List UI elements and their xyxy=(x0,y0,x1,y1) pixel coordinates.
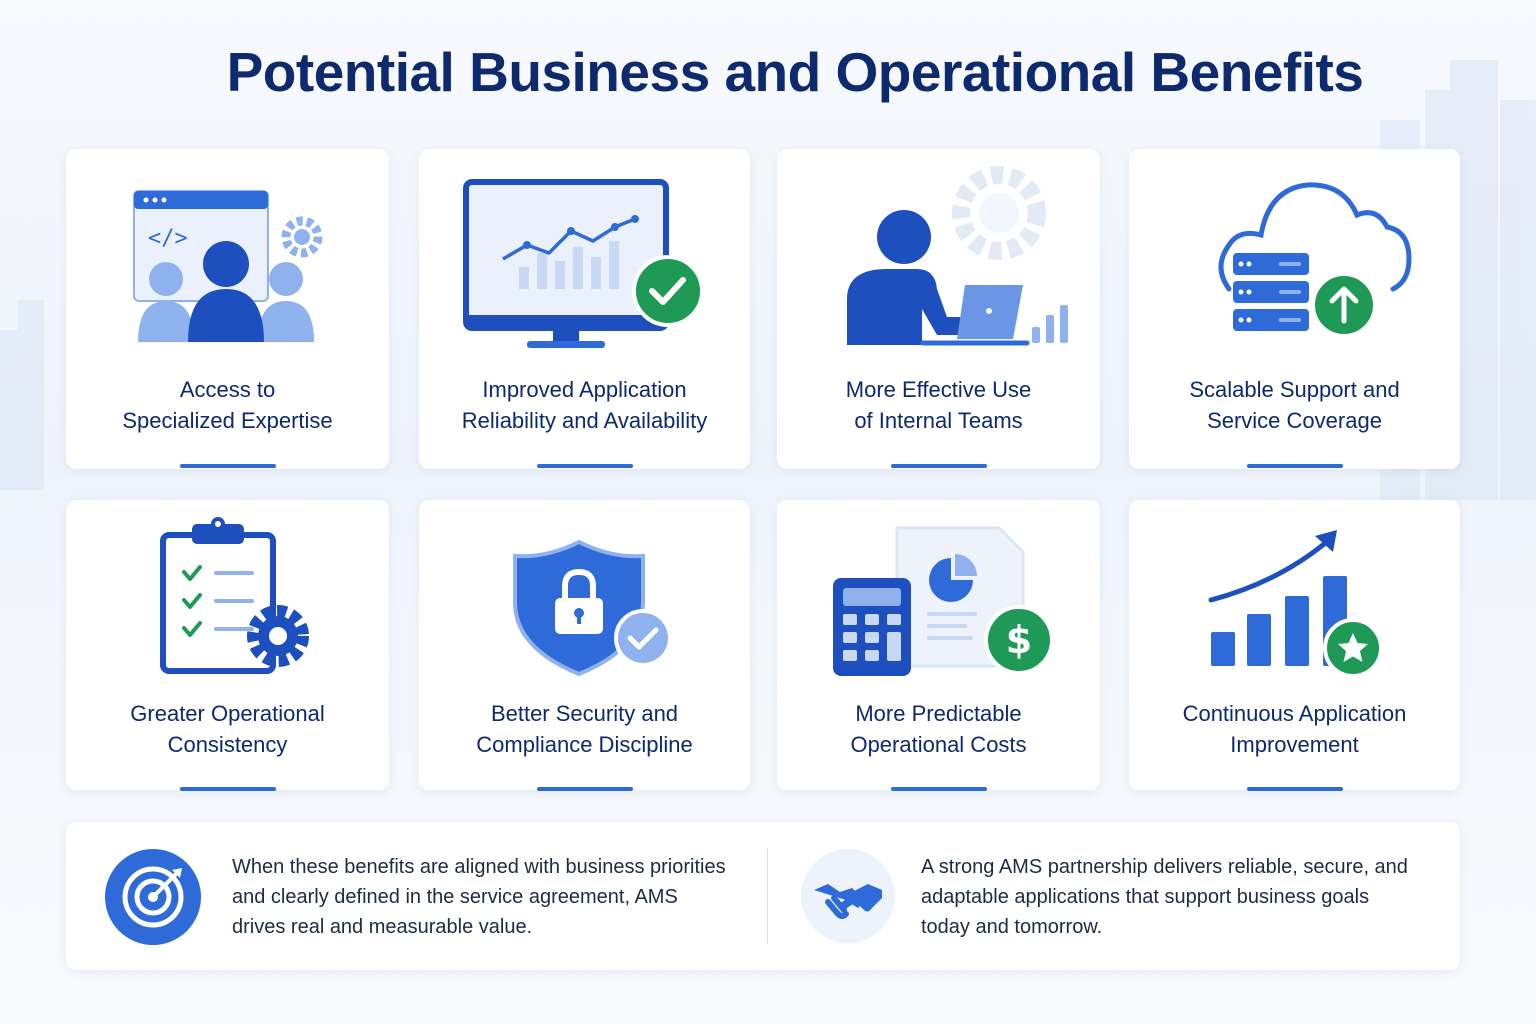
summary-left-line1: When these benefits are aligned with bus… xyxy=(232,856,726,878)
benefit-label-line1: Improved Application xyxy=(482,377,687,402)
summary-panel: When these benefits are aligned with bus… xyxy=(66,822,1460,970)
svg-text:$: $ xyxy=(1006,618,1032,662)
accent-bar xyxy=(890,787,987,791)
accent-bar xyxy=(1246,464,1343,468)
calculator-dollar-icon: $ xyxy=(833,526,1054,676)
person-laptop-icon xyxy=(847,166,1068,346)
growth-chart-icon xyxy=(1208,530,1383,678)
benefit-card-expertise: </> Access to Specialized Expertise xyxy=(66,149,389,469)
benefit-card-internal-teams: More Effective Use of Internal Teams xyxy=(777,149,1100,469)
summary-left-line2: and clearly defined in the service agree… xyxy=(232,886,678,908)
monitor-check-icon xyxy=(463,179,704,348)
accent-bar xyxy=(536,464,633,468)
summary-left-line3: drives real and measurable value. xyxy=(232,916,533,938)
page-title: Potential Business and Operational Benef… xyxy=(226,41,1364,103)
benefit-card-consistency: Greater Operational Consistency xyxy=(66,500,389,791)
target-icon xyxy=(105,849,201,945)
benefit-label-line1: Scalable Support and xyxy=(1189,377,1400,402)
summary-text-right: A strong AMS partnership delivers reliab… xyxy=(921,852,1408,942)
benefit-label-line1: Greater Operational xyxy=(130,701,325,726)
benefit-label-line2: Service Coverage xyxy=(1207,408,1382,433)
benefit-label-line1: Better Security and xyxy=(490,701,679,726)
benefit-label-line1: Continuous Application xyxy=(1182,701,1407,726)
divider xyxy=(767,848,768,944)
shield-lock-icon xyxy=(513,539,672,677)
summary-text-left: When these benefits are aligned with bus… xyxy=(232,852,726,942)
benefit-label-line2: Operational Costs xyxy=(850,732,1027,757)
benefit-label-line1: Access to xyxy=(179,377,276,402)
benefit-label-line2: Improvement xyxy=(1230,732,1359,757)
summary-right-line2: adaptable applications that support busi… xyxy=(921,886,1370,908)
benefit-label-line2: Consistency xyxy=(167,732,288,757)
benefit-card-reliability: Improved Application Reliability and Ava… xyxy=(419,149,750,469)
benefit-label-line2: Reliability and Availability xyxy=(461,408,708,433)
benefit-label-line1: More Predictable xyxy=(855,701,1022,726)
benefit-card-security: Better Security and Compliance Disciplin… xyxy=(419,500,750,791)
benefit-card-improvement: Continuous Application Improvement xyxy=(1129,500,1460,791)
summary-right-line1: A strong AMS partnership delivers reliab… xyxy=(921,856,1408,878)
summary-right-line3: today and tomorrow. xyxy=(921,916,1103,938)
svg-text:</>: </> xyxy=(148,226,188,251)
accent-bar xyxy=(179,464,276,468)
benefit-label-line2: Specialized Expertise xyxy=(122,408,333,433)
benefit-label-line1: More Effective Use xyxy=(845,377,1032,402)
handshake-icon xyxy=(801,849,895,943)
accent-bar xyxy=(1246,787,1343,791)
benefit-label-line2: of Internal Teams xyxy=(854,408,1023,433)
team-expertise-icon: </> xyxy=(133,190,323,342)
accent-bar xyxy=(179,787,276,791)
cloud-server-icon xyxy=(1218,182,1412,338)
accent-bar xyxy=(890,464,987,468)
benefit-card-costs: $ More Predictable Operational Costs xyxy=(777,500,1100,791)
benefit-label-line2: Compliance Discipline xyxy=(476,732,693,757)
accent-bar xyxy=(536,787,633,791)
clipboard-gear-icon xyxy=(160,517,309,674)
benefit-card-scalable: Scalable Support and Service Coverage xyxy=(1129,149,1460,469)
